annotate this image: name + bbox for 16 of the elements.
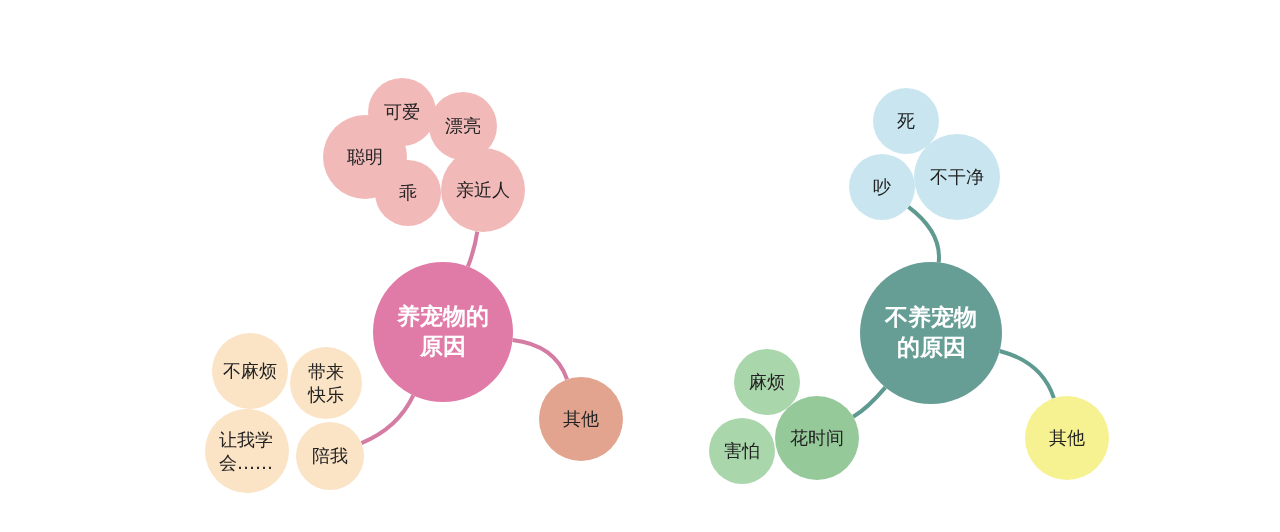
bubble-node: 亲近人	[441, 148, 525, 232]
bubble-node: 麻烦	[734, 349, 800, 415]
bubble-node: 不麻烦	[212, 333, 288, 409]
topic-circle: 不养宠物的原因	[860, 262, 1002, 404]
topic-circle: 养宠物的原因	[373, 262, 513, 402]
bubble-node: 花时间	[775, 396, 859, 480]
bubble-node: 带来快乐	[290, 347, 362, 419]
bubble-node: 其他	[539, 377, 623, 461]
bubble-node: 其他	[1025, 396, 1109, 480]
bubble-node: 不干净	[914, 134, 1000, 220]
bubble-node: 让我学会……	[205, 409, 289, 493]
bubble-node: 陪我	[296, 422, 364, 490]
bubble-node: 漂亮	[429, 92, 497, 160]
bubble-node: 吵	[849, 154, 915, 220]
bubble-node: 害怕	[709, 418, 775, 484]
bubble-node: 死	[873, 88, 939, 154]
